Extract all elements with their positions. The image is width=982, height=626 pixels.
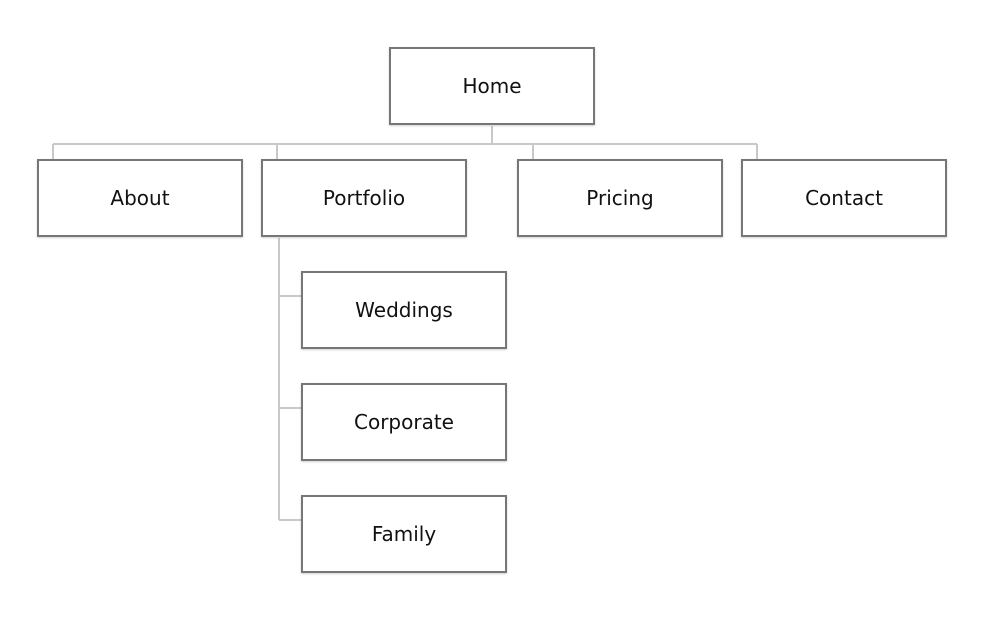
node-portfolio[interactable]: Portfolio [261,159,467,237]
node-pricing[interactable]: Pricing [517,159,723,237]
node-label: Portfolio [322,186,406,210]
node-label: Home [462,74,522,98]
node-weddings[interactable]: Weddings [301,271,507,349]
node-contact[interactable]: Contact [741,159,947,237]
node-corporate[interactable]: Corporate [301,383,507,461]
node-label: Weddings [355,298,453,322]
node-label: About [110,186,170,210]
node-about[interactable]: About [37,159,243,237]
node-label: Contact [805,186,883,210]
node-label: Corporate [354,410,454,434]
node-label: Pricing [586,186,654,210]
node-home[interactable]: Home [389,47,595,125]
node-label: Family [371,522,437,546]
node-family[interactable]: Family [301,495,507,573]
